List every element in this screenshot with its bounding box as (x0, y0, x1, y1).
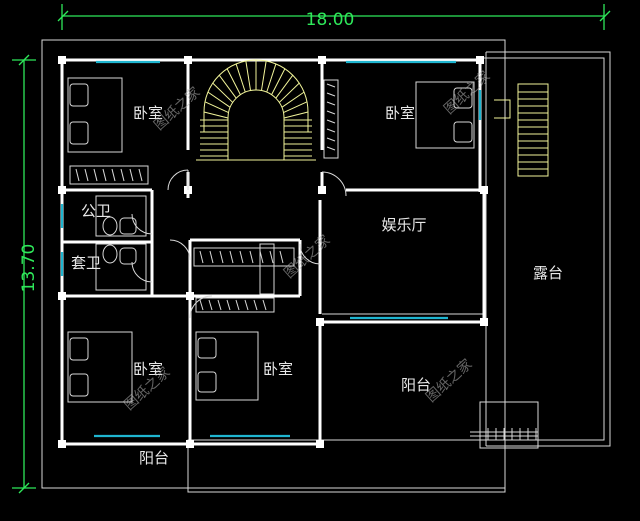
room-label-bedroom-bottom-left: 卧室 (133, 360, 163, 378)
terrace-stair (494, 83, 549, 177)
room-label-lounge: 娱乐厅 (381, 216, 426, 234)
bed-top-right (415, 81, 475, 149)
room-label-bedroom-top-right: 卧室 (385, 104, 415, 122)
toilet-ensuite-bath (102, 244, 118, 264)
room-label-public-bath: 公卫 (81, 202, 111, 220)
windows (60, 60, 482, 438)
room-label-balcony-bottom: 阳台 (139, 449, 169, 467)
bath-fixtures (95, 195, 147, 291)
wardrobes (69, 79, 339, 313)
room-label-terrace: 露台 (533, 264, 563, 282)
beds (67, 77, 475, 403)
room-label-balcony-center: 阳台 (401, 376, 431, 394)
outer-boundaries (41, 39, 611, 493)
toilet-public-bath (102, 216, 118, 236)
room-label-bedroom-bottom-mid: 卧室 (263, 360, 293, 378)
columns (58, 56, 488, 448)
bed-bottom-left (67, 331, 133, 403)
terrace-railing (470, 428, 538, 440)
dimension-lines (12, 4, 611, 494)
width-dimension-label: 18.00 (306, 10, 355, 30)
depth-dimension-label: 13.70 (19, 244, 39, 293)
bed-bottom-mid (195, 331, 259, 401)
room-label-ensuite-bath: 套卫 (71, 254, 101, 272)
doors (131, 169, 347, 319)
room-label-bedroom-top-left: 卧室 (133, 104, 163, 122)
bed-top-left (67, 77, 123, 153)
spiral-staircase (196, 59, 316, 161)
